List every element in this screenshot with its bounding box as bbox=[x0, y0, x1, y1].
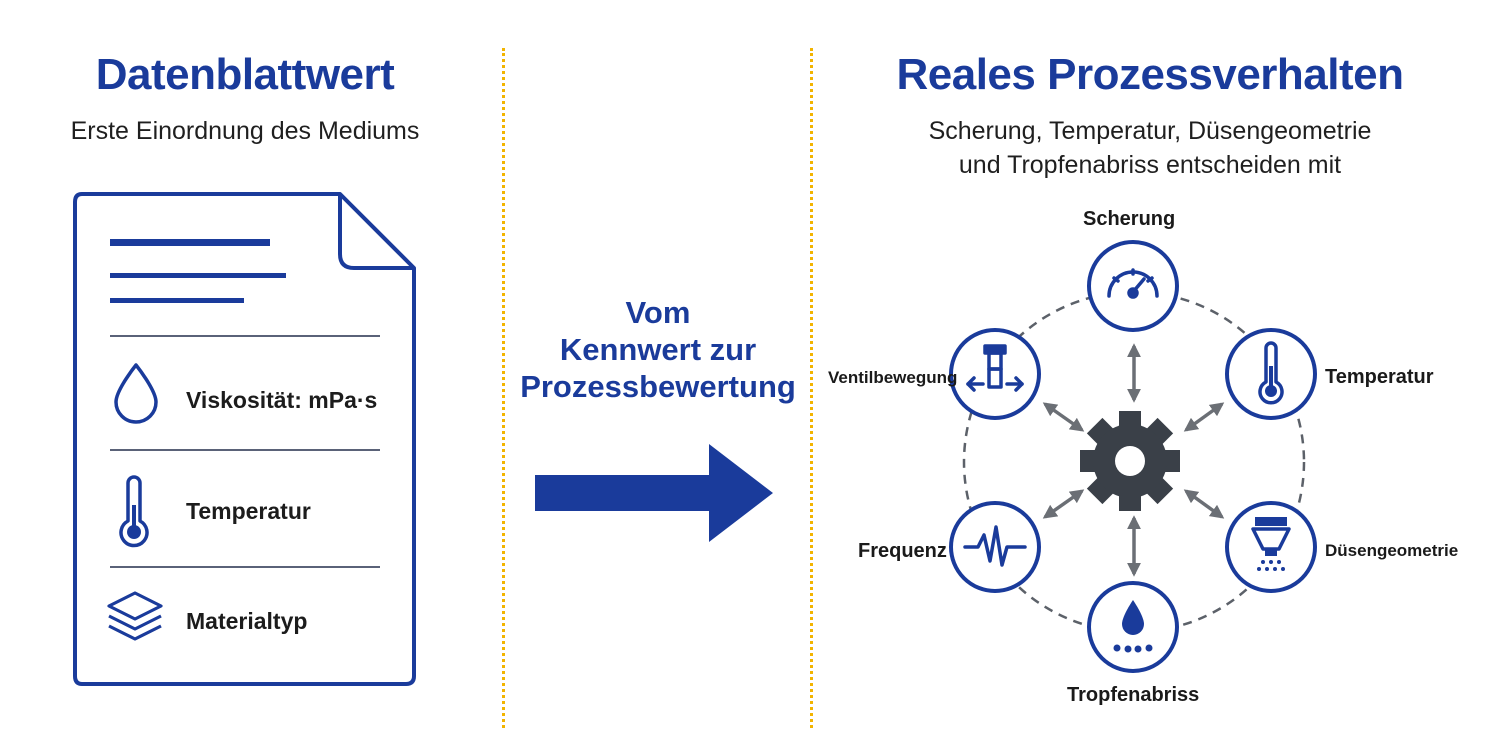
datasheet-document bbox=[73, 192, 416, 686]
node-frequenz bbox=[949, 501, 1041, 593]
gauge-icon bbox=[1107, 268, 1159, 299]
gear-icon bbox=[1080, 411, 1180, 511]
node-scherung bbox=[1087, 240, 1179, 332]
label-duesengeometrie: Düsengeometrie bbox=[1325, 541, 1459, 560]
arrow-ventilbewegung bbox=[1042, 402, 1085, 432]
layers-icon bbox=[107, 591, 163, 641]
row-label-materialtyp: Materialtyp bbox=[186, 608, 308, 634]
right-subtitle-line-2: und Tropfenabriss entscheiden mit bbox=[958, 151, 1342, 179]
right-arrow-icon bbox=[535, 444, 773, 542]
label-ventilbewegung: Ventilbewegung bbox=[828, 368, 958, 387]
thermometer-icon bbox=[119, 475, 149, 548]
right-title: Reales Prozessverhalten bbox=[896, 50, 1404, 99]
label-scherung: Scherung bbox=[1083, 208, 1176, 230]
left-title: Datenblattwert bbox=[95, 50, 395, 99]
right-subtitle: Scherung, Temperatur, Düsengeometrie und… bbox=[840, 114, 1460, 182]
right-subtitle-line-1: Scherung, Temperatur, Düsengeometrie bbox=[928, 117, 1372, 145]
caption-line-1: Vom bbox=[625, 295, 691, 330]
text-line-2 bbox=[110, 273, 286, 278]
divider-left bbox=[502, 48, 505, 728]
row-label-viskositaet: Viskosität: mPa·s bbox=[186, 387, 378, 413]
transition-caption: Vom Kennwert zur Prozessbewertung bbox=[508, 294, 808, 405]
nozzle-spray-icon bbox=[1251, 517, 1291, 571]
droplet-icon bbox=[114, 363, 158, 424]
label-temperatur: Temperatur bbox=[1325, 366, 1434, 388]
label-tropfenabriss: Tropfenabriss bbox=[1067, 684, 1200, 706]
text-line-1 bbox=[110, 239, 270, 246]
valve-motion-icon bbox=[966, 344, 1024, 392]
waveform-icon bbox=[963, 525, 1027, 567]
row-label-temperatur: Temperatur bbox=[186, 498, 311, 524]
divider-right bbox=[810, 48, 813, 728]
caption-line-3: Prozessbewertung bbox=[520, 369, 796, 404]
caption-line-2: Kennwert zur bbox=[559, 332, 757, 367]
text-line-3 bbox=[110, 298, 244, 303]
thermometer-icon bbox=[1258, 341, 1284, 405]
label-frequenz: Frequenz bbox=[858, 540, 947, 562]
node-duesengeometrie bbox=[1225, 501, 1317, 593]
arrow-frequenz bbox=[1042, 489, 1085, 519]
node-ventilbewegung bbox=[949, 328, 1041, 420]
arrow-duesengeometrie bbox=[1183, 489, 1225, 519]
drop-breakoff-icon bbox=[1113, 600, 1153, 653]
left-subtitle: Erste Einordnung des Mediums bbox=[70, 117, 420, 145]
arrow-temperatur bbox=[1183, 402, 1225, 432]
